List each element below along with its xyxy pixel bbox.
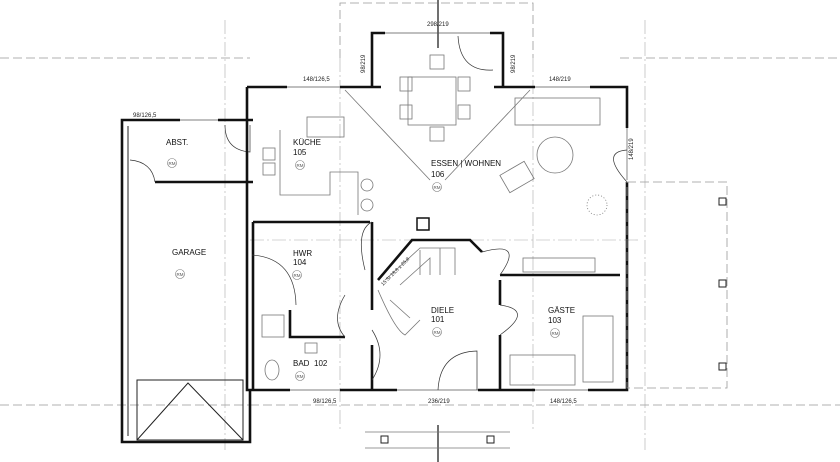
dim-gaeste-window: 148/126,5: [550, 399, 577, 405]
room-garage-badge: RM: [177, 272, 184, 277]
room-kueche-name: KÜCHE: [293, 138, 321, 147]
room-gaeste-number: 103: [548, 316, 562, 325]
dim-bay-left: 98/219: [361, 54, 367, 73]
room-garage-name: GARAGE: [172, 248, 206, 257]
roof-outline: [0, 2, 840, 450]
house-walls: [245, 31, 629, 392]
room-hwr-number: 104: [293, 258, 307, 267]
room-hwr-name: HWR: [293, 249, 312, 258]
room-essen-badge: RM: [434, 185, 441, 190]
dim-bay-right: 98/219: [511, 54, 517, 73]
dim-side-door: 148/219: [629, 138, 635, 160]
entrance-steps: [365, 431, 510, 449]
dim-kueche-window: 148/126,5: [303, 77, 330, 83]
garage-walls: [120, 118, 253, 444]
room-abst-badge: RM: [169, 161, 176, 166]
room-bad-number: 102: [314, 359, 328, 368]
room-kueche-number: 105: [293, 148, 307, 157]
terrace: [626, 181, 728, 389]
room-essen-name: ESSEN | WOHNEN: [431, 159, 501, 168]
room-gaeste-name: GÄSTE: [548, 306, 575, 315]
room-essen-number: 106: [431, 170, 445, 179]
dim-bay-front: 298/219: [427, 22, 449, 28]
furniture: [261, 54, 614, 386]
room-diele-number: 101: [431, 315, 445, 324]
room-gaeste-badge: RM: [552, 331, 559, 336]
dim-bad-window: 98/126,5: [313, 399, 337, 405]
room-hwr-badge: RM: [294, 273, 301, 278]
dimension-labels: 98/126,5 148/126,5 98/219 298/219 98/219…: [133, 22, 635, 405]
room-diele-badge: RM: [434, 330, 441, 335]
dim-entrance: 236/219: [428, 399, 450, 405]
room-bad-badge: RM: [297, 374, 304, 379]
room-diele-name: DIELE: [431, 306, 454, 315]
room-labels: ABST. RM GARAGE RM KÜCHE 105 RM ESSEN | …: [166, 138, 575, 381]
room-kueche-badge: RM: [297, 163, 304, 168]
room-abst-name: ABST.: [166, 138, 188, 147]
room-bad-name: BAD: [293, 359, 310, 368]
dim-wohnen-window: 148/219: [549, 77, 571, 83]
dim-abst-window: 98/126,5: [133, 113, 157, 119]
plant-icon: [586, 194, 608, 216]
